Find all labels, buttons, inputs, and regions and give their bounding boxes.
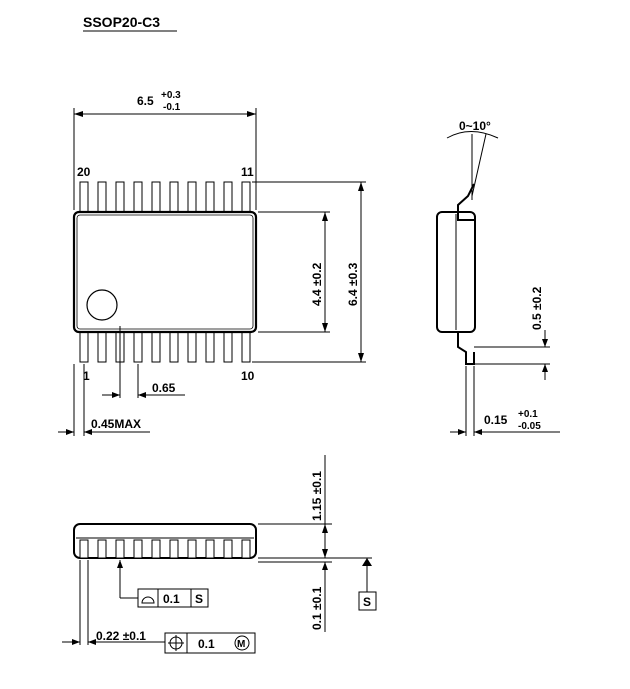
side-lead-lower <box>457 332 475 365</box>
overall-width-label: 6.4 ±0.3 <box>346 262 360 306</box>
datum-label: S <box>363 595 371 609</box>
flatness-datum: S <box>195 592 203 606</box>
lead-arrows <box>542 339 548 372</box>
front-view: 1.15 ±0.1 0.1 ±0.1 S 0.1 S 0.22 ±0.1 <box>62 455 377 654</box>
pin <box>151 329 161 363</box>
pin1-marker <box>86 289 118 321</box>
standoff-arrow <box>322 562 328 570</box>
side-lead-upper <box>457 183 475 221</box>
height-label: 1.15 ±0.1 <box>310 471 324 521</box>
angle-inclined-line <box>471 133 487 197</box>
standoff-label: 0.1 ±0.1 <box>310 586 324 630</box>
lead-width-label: 0.22 ±0.1 <box>96 629 146 643</box>
front-lead <box>187 539 197 559</box>
top-view: 6.5 +0.3 -0.1 20 11 1 10 <box>58 90 366 436</box>
pinwidth-arrows <box>66 429 92 435</box>
height-arrows <box>322 524 328 558</box>
pin <box>115 181 125 215</box>
position-value: 0.1 <box>198 637 215 651</box>
pin <box>187 329 197 363</box>
mmc-modifier-icon <box>234 635 250 651</box>
lead-length-label: 0.5 ±0.2 <box>530 286 544 330</box>
front-lead <box>79 539 89 559</box>
front-lead <box>115 539 125 559</box>
angle-label: 0~10° <box>459 119 491 133</box>
front-lead <box>223 539 233 559</box>
pin <box>187 181 197 215</box>
pin <box>205 329 215 363</box>
package-body-inner <box>76 214 254 330</box>
flatness-value: 0.1 <box>163 592 180 606</box>
front-lead <box>241 539 251 559</box>
pin <box>133 329 143 363</box>
pin <box>241 329 251 363</box>
front-leads <box>79 539 251 559</box>
front-lead <box>133 539 143 559</box>
pin-number-11: 11 <box>241 165 254 179</box>
side-view: 0~10° 0.5 ±0.2 0.15 +0.1 -0.05 <box>436 119 560 436</box>
upper-pins <box>79 181 251 215</box>
package-body <box>72 210 258 334</box>
pin-width-max-label: 0.45MAX <box>91 417 141 431</box>
pin <box>205 181 215 215</box>
pin <box>223 181 233 215</box>
thickness-tol-plus: +0.1 <box>518 409 538 420</box>
front-lead <box>151 539 161 559</box>
pin <box>79 329 89 363</box>
flatness-leader-arrow <box>117 560 123 568</box>
pin-number-1: 1 <box>83 369 90 383</box>
pin-number-10: 10 <box>241 369 255 383</box>
angle-arc <box>446 131 499 139</box>
pitch-arrows <box>112 392 146 398</box>
pin-number-20: 20 <box>77 165 91 179</box>
pin <box>169 329 179 363</box>
front-lead <box>169 539 179 559</box>
leadwidth-arrows <box>72 639 96 645</box>
width-label: 6.5 <box>137 94 154 108</box>
width-tol-minus: -0.1 <box>163 102 181 113</box>
pin <box>151 181 161 215</box>
pin <box>97 181 107 215</box>
datum-triangle <box>362 558 372 566</box>
lower-pins <box>79 329 251 363</box>
thickness-tol-minus: -0.05 <box>518 421 541 432</box>
flatness-symbol-icon <box>141 596 155 604</box>
thick-arrows <box>458 429 482 435</box>
pin <box>79 181 89 215</box>
pin <box>223 329 233 363</box>
pin <box>133 181 143 215</box>
pin <box>97 329 107 363</box>
thickness-label: 0.15 <box>484 413 508 427</box>
position-modifier: M <box>237 639 245 650</box>
front-lead <box>97 539 107 559</box>
pitch-label: 0.65 <box>152 381 176 395</box>
pin <box>169 181 179 215</box>
front-lead <box>205 539 215 559</box>
drawing-title: SSOP20-C3 <box>83 14 160 30</box>
pin <box>241 181 251 215</box>
datum-box <box>358 591 377 611</box>
body-width-label: 4.4 ±0.2 <box>310 262 324 306</box>
width-tol-plus: +0.3 <box>161 90 181 101</box>
